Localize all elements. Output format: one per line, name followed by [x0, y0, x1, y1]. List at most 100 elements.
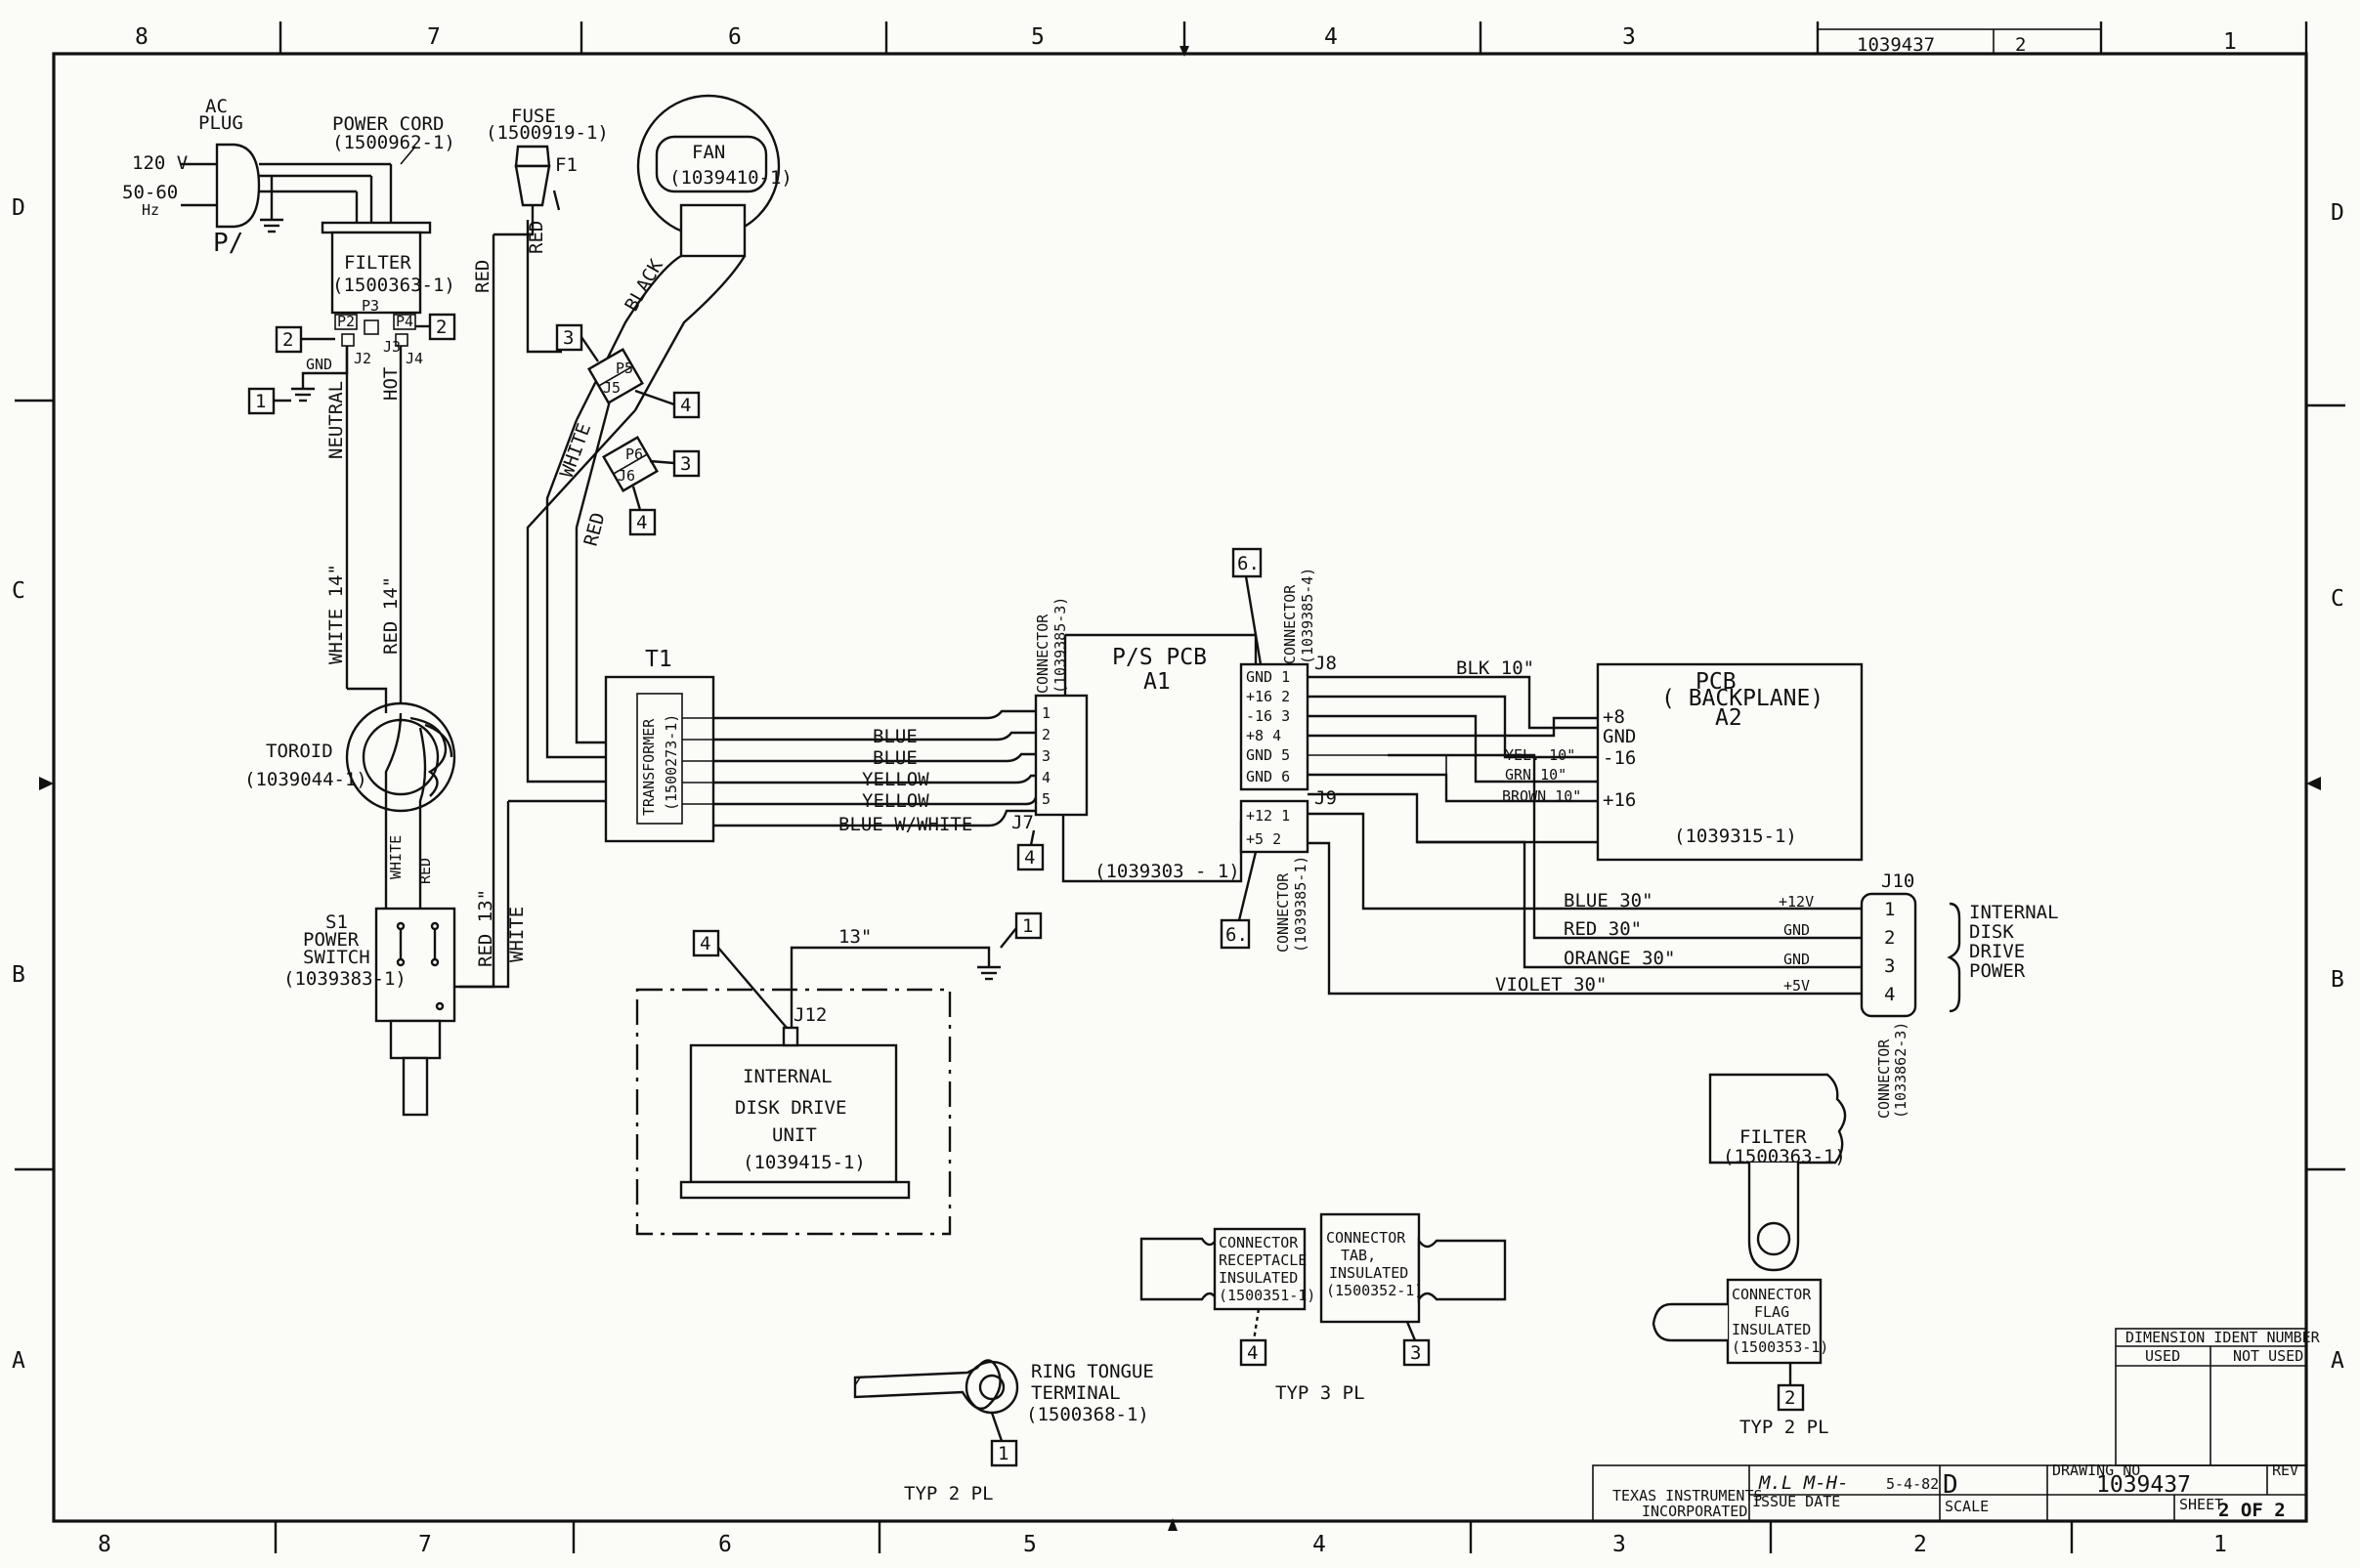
- drawing-size: D: [1943, 1470, 1958, 1500]
- secondary-wiring: BLUE BLUE YELLOW YELLOW BLUE W/WHITE: [713, 709, 1041, 835]
- j10-rail-5v: +5V: [1783, 977, 1810, 995]
- j7-pin-2: 2: [1042, 726, 1051, 743]
- filter-label: FILTER: [344, 252, 411, 274]
- callout-3-upper: 4: [680, 395, 691, 416]
- j10-pin-3: 3: [1884, 955, 1895, 977]
- wire-blue-white: BLUE W/WHITE: [838, 814, 972, 835]
- callout-1-ring: 1: [998, 1443, 1008, 1464]
- ring-line-1: RING TONGUE: [1031, 1361, 1154, 1382]
- scale-label: SCALE: [1945, 1498, 1989, 1515]
- fuse-ref: F1: [555, 154, 578, 176]
- transformer-label: TRANSFORMER: [640, 718, 658, 816]
- fan-harness: RED RED WHITE RED RED 13" WHITE P5 J5 P6…: [454, 220, 701, 989]
- harness-red-label: RED: [472, 260, 493, 293]
- primary-wiring: NEUTRAL HOT WHITE 14" RED 14": [325, 346, 403, 713]
- backplane-rail-16: +16: [1603, 789, 1636, 811]
- j7-pin-1: 1: [1042, 704, 1051, 722]
- j7-pin-5: 5: [1042, 790, 1051, 808]
- dim-ident-header: DIMENSION IDENT NUMBER: [2125, 1329, 2321, 1346]
- ring-line-2: TERMINAL: [1031, 1382, 1121, 1404]
- j9-ref: J9: [1314, 787, 1337, 809]
- j8-part: (1039385-4): [1299, 568, 1316, 664]
- typ-3-pl: TYP 3 PL: [1275, 1382, 1365, 1404]
- ps-pcb-ref: A1: [1143, 669, 1171, 695]
- zone-bottom-7: 7: [418, 1532, 432, 1557]
- ring-line-3: (1500368-1): [1026, 1404, 1149, 1425]
- switch-label-switch: SWITCH: [303, 947, 370, 968]
- callout-6-j8: 6.: [1237, 553, 1260, 574]
- j8-pin-4: +8 4: [1246, 727, 1281, 744]
- drawing-number: 1039437: [2096, 1472, 2191, 1498]
- j10-pin-1: 1: [1884, 899, 1895, 920]
- j8-connector-label: CONNECTOR: [1281, 584, 1299, 664]
- j8-pin-1: GND 1: [1246, 668, 1290, 686]
- signature: M.L M-H-: [1758, 1472, 1849, 1494]
- j7-connector-label: CONNECTOR: [1034, 614, 1051, 694]
- detail-ring-tongue: RING TONGUE TERMINAL (1500368-1) 1 TYP 2…: [853, 1359, 1154, 1504]
- fuse-label: FUSE: [511, 106, 556, 127]
- j10-pin-2: 2: [1884, 927, 1895, 949]
- disk-label-unit: UNIT: [772, 1124, 817, 1146]
- callout-1-disk: 1: [1022, 915, 1033, 937]
- j10-part: (1033862-3): [1892, 1022, 1909, 1119]
- line-filter: FILTER (1500363-1) P3 P2 P4 J2 J3 J4 GND: [291, 221, 455, 403]
- neutral-label: NEUTRAL: [325, 381, 347, 459]
- detail-tab: CONNECTOR TAB, INSULATED (1500352-1) 3 T…: [1275, 1212, 1507, 1404]
- flag-line-3: INSULATED: [1732, 1321, 1811, 1338]
- gnd-label: GND: [306, 356, 332, 373]
- voltage-label: 120 V: [132, 152, 188, 174]
- zone-bottom-5: 5: [1023, 1532, 1037, 1557]
- wire-brown-10: BROWN 10": [1502, 787, 1581, 805]
- zone-top-8: 8: [135, 24, 149, 50]
- j7-pin-3: 3: [1042, 747, 1051, 765]
- zone-top-3: 3: [1622, 24, 1636, 50]
- fan-label: FAN: [692, 142, 725, 163]
- zone-bottom-1: 1: [2213, 1532, 2227, 1557]
- plug-ref-p1: P/: [213, 229, 243, 258]
- j10-label-power: POWER: [1969, 960, 2026, 982]
- disk-power-wiring: BLUE 30" RED 30" ORANGE 30" VIOLET 30" +…: [1308, 753, 1862, 996]
- transformer-ref: T1: [645, 647, 672, 672]
- wire-yellow-1: YELLOW: [862, 769, 929, 790]
- zone-row-a-left: A: [12, 1348, 25, 1374]
- drawing-number-top: 1039437: [1857, 34, 1935, 56]
- j8-pin-5: GND 5: [1246, 746, 1290, 764]
- filter-part: (1500363-1): [332, 275, 455, 296]
- power-cord-part: (1500962-1): [332, 132, 455, 153]
- callout-3-lower: 4: [636, 512, 647, 533]
- fuse-part: (1500919-1): [486, 122, 609, 144]
- detail-receptacle: CONNECTOR RECEPTACLE INSULATED (1500351-…: [1139, 1227, 1315, 1367]
- connector-p6: P6: [625, 445, 643, 463]
- switch-part: (1039383-1): [283, 968, 407, 990]
- cable-part: (1039303 - 1): [1094, 861, 1240, 882]
- callout-4-tab: 3: [1410, 1342, 1421, 1364]
- callout-3-receptacle: 4: [1247, 1342, 1258, 1364]
- zone-row-b-right: B: [2331, 967, 2344, 993]
- receptacle-line-2: RECEPTACLE: [1219, 1251, 1307, 1269]
- white-14-label: WHITE 14": [325, 564, 347, 664]
- title-block: TEXAS INSTRUMENTS INCORPORATED M.L M-H- …: [1592, 1462, 2307, 1522]
- j10-rail-12v: +12V: [1779, 893, 1814, 911]
- j8-pin-2: +16 2: [1246, 688, 1290, 705]
- callout-2-flag: 2: [1784, 1387, 1795, 1409]
- wire-yel-10: YEL. 10": [1505, 746, 1575, 764]
- transformer-part: (1500273-1): [663, 714, 680, 811]
- typ-2-pl-ring: TYP 2 PL: [904, 1483, 994, 1504]
- connector-j8: GND 1 +16 2 -16 3 +8 4 GND 5 GND 6 J8 CO…: [1231, 547, 1337, 791]
- rev-label: REV: [2272, 1462, 2298, 1479]
- backplane-rail-8: +8: [1603, 706, 1625, 728]
- callout-2-right: 2: [436, 317, 447, 338]
- j10-connector-label: CONNECTOR: [1875, 1038, 1893, 1119]
- backplane-ref: A2: [1715, 705, 1742, 731]
- fuse-red-label: RED: [526, 221, 547, 254]
- toroid-white-label: WHITE: [387, 835, 405, 879]
- harness-red2-label: RED: [580, 510, 610, 548]
- frequency-label-2: Hz: [142, 201, 159, 219]
- backplane-title: PCB: [1695, 669, 1737, 695]
- j7-pin-4: 4: [1042, 769, 1051, 786]
- frequency-label-1: 50-60: [122, 182, 178, 203]
- zone-row-c-right: C: [2331, 586, 2344, 612]
- flag-line-1: CONNECTOR: [1732, 1286, 1812, 1303]
- fuse: FUSE (1500919-1) F1: [486, 106, 609, 220]
